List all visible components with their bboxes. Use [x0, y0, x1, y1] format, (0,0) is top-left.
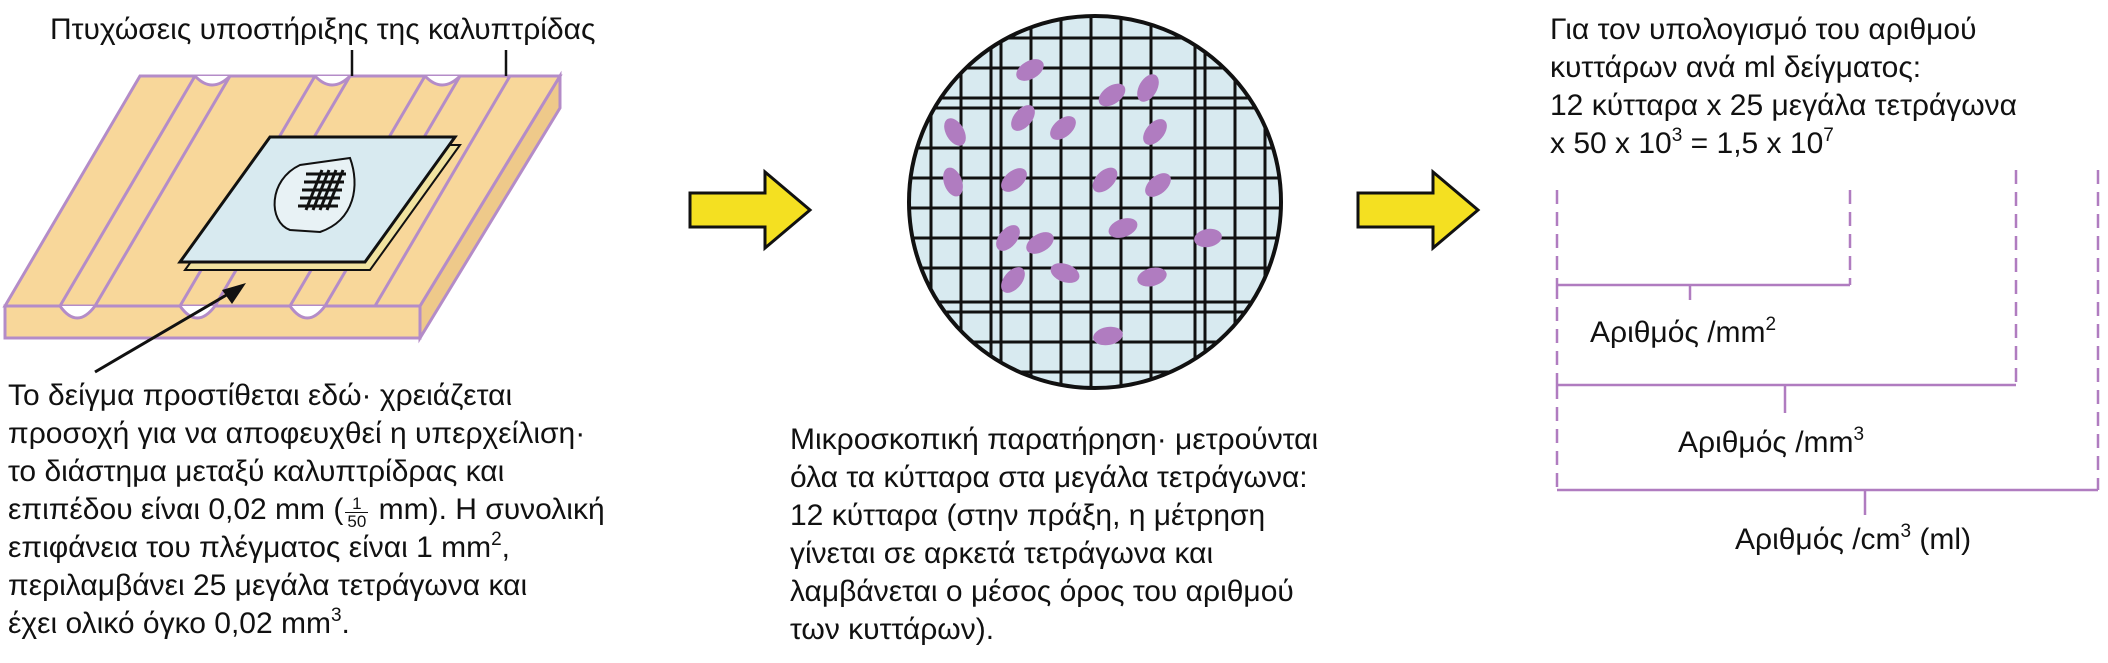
cell — [1143, 119, 1167, 145]
calculation-line-2: κυττάρων ανά ml δείγματος: — [1550, 51, 1922, 84]
chamber-note-line-7: έχει ολικό όγκο 0,02 mm3. — [8, 606, 350, 642]
cell — [1001, 168, 1027, 192]
cell — [1001, 267, 1025, 293]
cell — [1026, 232, 1054, 254]
counting-grid-small — [298, 169, 346, 211]
chamber-note-line-7a: έχει ολικό όγκο 0,02 mm — [8, 607, 331, 640]
cell — [1145, 173, 1171, 197]
cell — [1016, 59, 1044, 81]
chamber-note-line-1: Το δείγμα προστίθεται εδώ· χρειάζεται — [8, 379, 513, 412]
calculation-sup-2: 7 — [1823, 125, 1834, 146]
microscope-caption-line-5: λαμβάνεται ο μέσος όρος του αριθμού — [790, 575, 1294, 608]
cell — [944, 118, 966, 146]
label-per-mm2-text: Αριθμός /mm — [1590, 316, 1766, 349]
cell — [1093, 326, 1123, 346]
calculation-line-4a: x 50 x 10 — [1550, 127, 1672, 160]
calculation-sup-1: 3 — [1671, 125, 1683, 146]
calculation-line-3: 12 κύτταρα x 25 μεγάλα τετράγωνα — [1550, 89, 2017, 122]
cell — [1194, 228, 1222, 248]
microscope-caption-line-2: όλα τα κύτταρα στα μεγάλα τετράγωνα: — [790, 461, 1308, 494]
chamber-note-line-5-sup: 2 — [491, 529, 502, 550]
label-per-cm3: Αριθμός /cm3 (ml) — [1735, 522, 1971, 558]
cell — [1050, 116, 1076, 140]
hemocytometer-chamber — [2, 50, 563, 374]
microscope-caption-line-1: Μικροσκοπική παρατήρηση· μετρούνται — [790, 423, 1319, 456]
chamber-note-line-5b: , — [501, 531, 511, 564]
label-per-mm3: Αριθμός /mm3 — [1678, 425, 1864, 461]
chamber-note-line-6: περιλαμβάνει 25 μεγάλα τετράγωνα και — [8, 569, 528, 602]
label-per-cm3-sup: 3 — [1900, 521, 1912, 542]
sample-arrow — [94, 283, 246, 374]
fraction-denominator: 50 — [347, 512, 367, 531]
microscope-caption-line-6: των κυττάρων). — [790, 613, 995, 646]
chamber-note-line-5a: επιφάνεια του πλέγματος είναι 1 mm — [8, 531, 492, 564]
label-per-mm2-sup: 2 — [1765, 314, 1777, 335]
cell — [1108, 218, 1138, 238]
label-per-mm2: Αριθμός /mm2 — [1590, 315, 1776, 351]
chamber-note-line-4b: mm). Η συνολική — [370, 493, 605, 526]
fraction-numerator: 1 — [345, 495, 369, 513]
chamber-title: Πτυχώσεις υποστήριξης της καλυπτρίδας — [50, 13, 596, 46]
chamber-note-line-7-sup: 3 — [330, 605, 342, 626]
calculation-line-4: x 50 x 103 = 1,5 x 107 — [1550, 126, 1834, 162]
cell — [1137, 74, 1159, 102]
label-per-mm3-text: Αριθμός /mm — [1678, 426, 1854, 459]
chamber-note-line-5: επιφάνεια του πλέγματος είναι 1 mm2, — [8, 530, 510, 566]
calculation-line-1: Για τον υπολογισμό του αριθμού — [1550, 13, 1977, 46]
chamber-note-line-2: προσοχή για να αποφευχθεί η υπερχείλιση· — [8, 417, 586, 450]
cell — [1098, 83, 1126, 107]
microscope-caption-line-4: γίνεται σε αρκετά τετράγωνα και — [790, 537, 1214, 570]
unit-brackets — [1555, 170, 2100, 515]
label-per-mm3-sup: 3 — [1853, 424, 1865, 445]
cell — [1050, 263, 1080, 283]
label-per-cm3-text: Αριθμός /cm — [1735, 523, 1901, 556]
chamber-note-line-3: το διάστημα μεταξύ καλυπτρίδρας και — [8, 455, 505, 488]
microscope-field — [907, 14, 1283, 390]
label-per-cm3-unit: (ml) — [1911, 523, 1972, 556]
cell — [1011, 105, 1035, 131]
chamber-note-line-4a: επιπέδου είναι 0,02 mm ( — [8, 493, 344, 526]
cells — [943, 59, 1222, 346]
process-arrow-2 — [1356, 168, 1481, 252]
calculation-line-4b: = 1,5 x 10 — [1682, 127, 1824, 160]
cell — [1092, 167, 1118, 193]
cell — [943, 167, 963, 197]
cell — [1137, 267, 1167, 287]
microscope-caption-line-3: 12 κύτταρα (στην πράξη, η μέτρηση — [790, 499, 1266, 532]
chamber-note-line-7b: . — [341, 607, 350, 640]
cell — [996, 225, 1020, 251]
process-arrow-1 — [688, 168, 813, 252]
